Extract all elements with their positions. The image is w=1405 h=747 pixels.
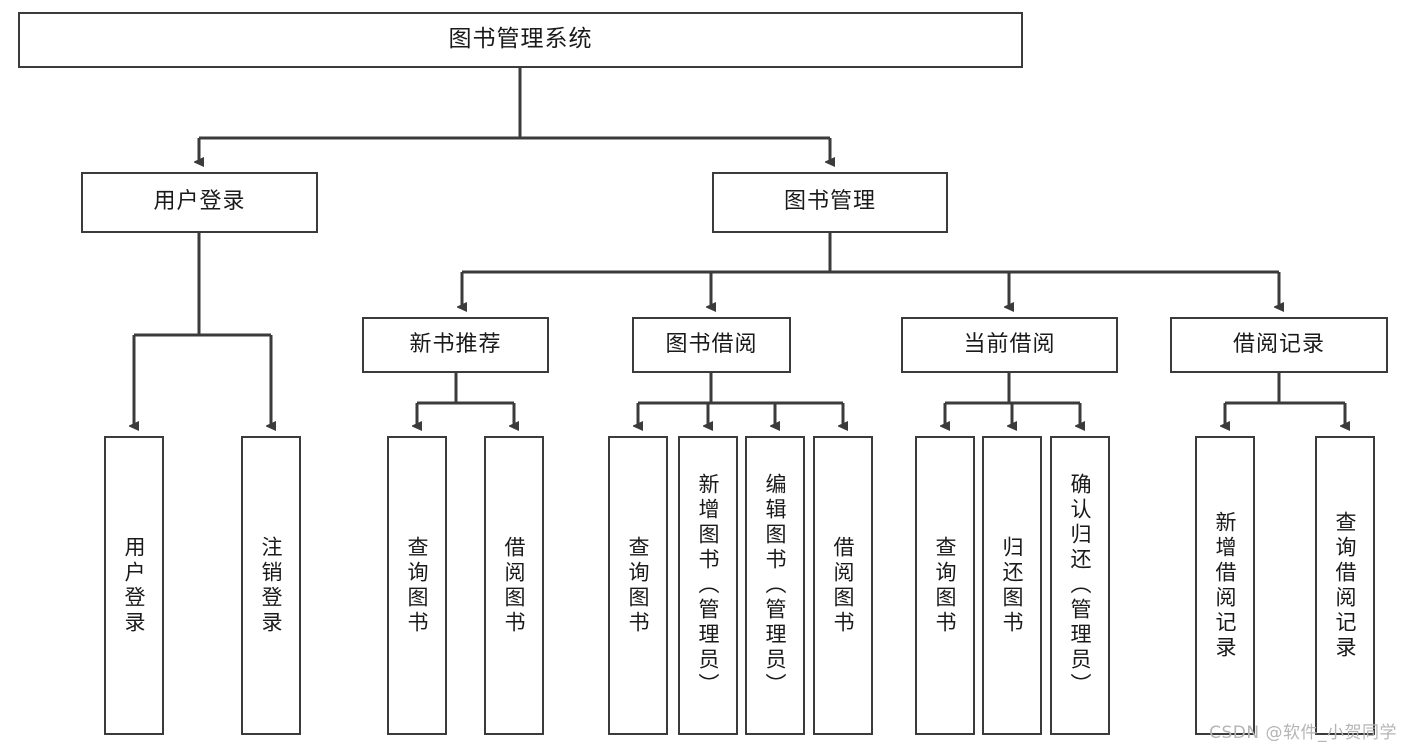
node-new-book-recommend[interactable]: 新书推荐 [362, 317, 549, 373]
node-leaf-query-book-3[interactable]: 查询图书 [915, 436, 975, 735]
node-borrow-record[interactable]: 借阅记录 [1170, 317, 1388, 373]
leaf-label: 新增借阅记录 [1213, 510, 1238, 661]
node-leaf-return-book[interactable]: 归还图书 [982, 436, 1042, 735]
leaf-label: 查询图书 [405, 535, 430, 636]
leaf-label: 新增图书（管理员） [696, 473, 721, 698]
node-leaf-query-record[interactable]: 查询借阅记录 [1315, 436, 1375, 735]
leaf-label: 借阅图书 [502, 535, 527, 636]
leaf-label: 注销登录 [259, 535, 284, 636]
leaf-label: 归还图书 [1000, 535, 1025, 636]
node-leaf-add-record[interactable]: 新增借阅记录 [1195, 436, 1255, 735]
watermark-text: CSDN @软件_小贺同学 [1209, 723, 1397, 743]
leaf-label: 编辑图书（管理员） [763, 473, 788, 698]
leaf-label: 查询图书 [933, 535, 958, 636]
leaf-label: 用户登录 [122, 535, 147, 636]
node-book-manage[interactable]: 图书管理 [712, 172, 948, 233]
node-leaf-user-login[interactable]: 用户登录 [104, 436, 164, 735]
node-leaf-confirm-return[interactable]: 确认归还（管理员） [1050, 436, 1110, 735]
node-leaf-borrow-book-2[interactable]: 借阅图书 [813, 436, 873, 735]
node-current-borrow[interactable]: 当前借阅 [901, 317, 1118, 373]
node-leaf-logout[interactable]: 注销登录 [241, 436, 301, 735]
node-leaf-query-book-2[interactable]: 查询图书 [608, 436, 668, 735]
leaf-label: 确认归还（管理员） [1068, 473, 1093, 698]
node-book-borrow[interactable]: 图书借阅 [632, 317, 791, 373]
node-leaf-edit-book[interactable]: 编辑图书（管理员） [745, 436, 805, 735]
leaf-label: 借阅图书 [831, 535, 856, 636]
node-leaf-add-book[interactable]: 新增图书（管理员） [678, 436, 738, 735]
leaf-label: 查询借阅记录 [1333, 510, 1358, 661]
node-root[interactable]: 图书管理系统 [18, 12, 1023, 68]
node-leaf-query-book-1[interactable]: 查询图书 [387, 436, 447, 735]
leaf-label: 查询图书 [626, 535, 651, 636]
node-leaf-borrow-book-1[interactable]: 借阅图书 [484, 436, 544, 735]
node-user-login[interactable]: 用户登录 [81, 172, 318, 233]
